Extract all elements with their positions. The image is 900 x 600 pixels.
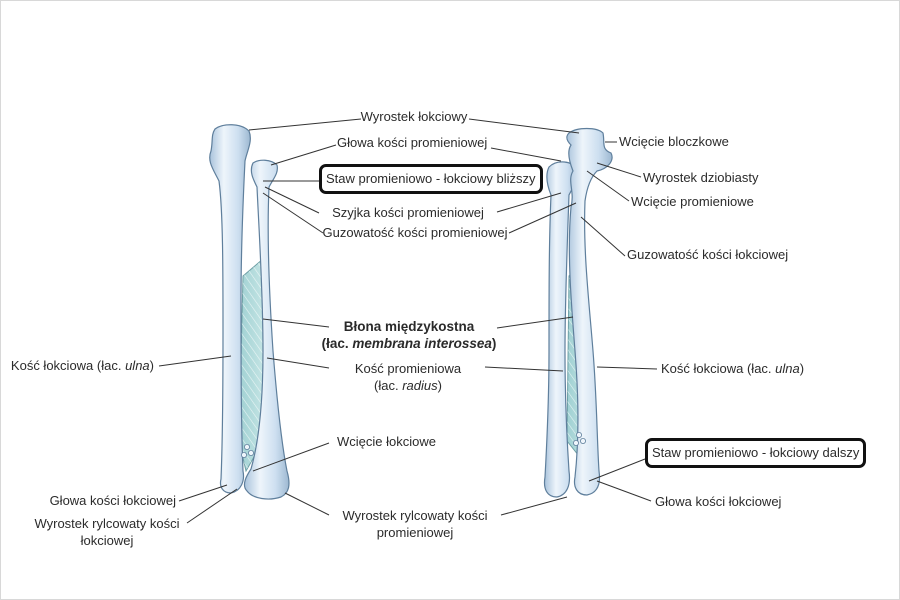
- leader-lines: [158, 118, 658, 524]
- label-ulnar-tuberosity: Guzowatość kości łokciowej: [627, 247, 789, 262]
- label-radial-head: Głowa kości promieniowej: [337, 135, 488, 150]
- box-proximal-radioulnar-joint: Staw promieniowo - łokciowy bliższy: [319, 164, 543, 194]
- label-ulnar-head-left: Głowa kości łokciowej: [49, 493, 176, 508]
- label-interosseous-membrane-latin: (łac. membrana interossea): [321, 336, 497, 351]
- label-radial-styloid-line1: Wyrostek rylcowaty kości: [342, 508, 488, 523]
- label-ulnar-head-right: Głowa kości łokciowej: [655, 494, 782, 509]
- left-radius-bone: [243, 159, 290, 500]
- label-ulna-left: Kość łokciowa (łac. ulna): [10, 358, 154, 373]
- label-radial-notch: Wcięcie promieniowe: [631, 194, 754, 209]
- label-ulnar-styloid-line1: Wyrostek rylcowaty kości: [34, 516, 180, 531]
- left-forearm-view: [209, 124, 290, 500]
- label-coronoid-process: Wyrostek dziobiasty: [643, 170, 759, 185]
- right-ulna-bone: [566, 127, 613, 496]
- label-ulna-right: Kość łokciowa (łac. ulna): [661, 361, 805, 376]
- label-radial-neck: Szyjka kości promieniowej: [332, 205, 484, 220]
- label-radius-line2: (łac. radius): [374, 378, 442, 393]
- label-ulnar-styloid-line2: łokciowej: [80, 533, 134, 548]
- label-radial-tuberosity: Guzowatość kości promieniowej: [322, 225, 508, 240]
- label-radial-styloid-line2: promieniowej: [376, 525, 454, 540]
- right-forearm-view: [543, 127, 613, 498]
- label-interosseous-membrane: Błona międzykostna: [343, 319, 475, 334]
- label-radius-line1: Kość promieniowa: [354, 361, 462, 376]
- label-olecranon: Wyrostek łokciowy: [360, 109, 468, 124]
- label-trochlear-notch: Wcięcie bloczkowe: [619, 134, 729, 149]
- box-distal-radioulnar-joint: Staw promieniowo - łokciowy dalszy: [645, 438, 867, 468]
- label-ulnar-notch: Wcięcie łokciowe: [337, 434, 436, 449]
- right-radius-bone: [543, 161, 578, 498]
